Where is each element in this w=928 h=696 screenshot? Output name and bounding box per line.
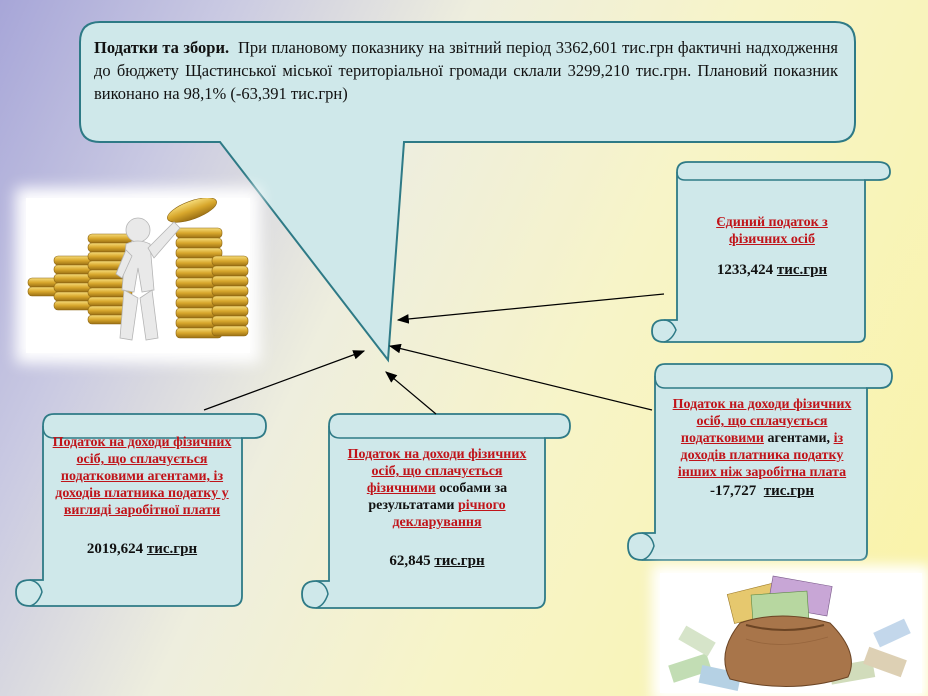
pdfo-salary-amount: 2019,624 bbox=[86, 541, 144, 557]
arrow-single-tax bbox=[396, 293, 665, 324]
callout-lead: Податки та збори. bbox=[94, 38, 230, 57]
callout-text: Податки та збори. При плановому показник… bbox=[94, 36, 838, 105]
scroll-pdfo-salary bbox=[15, 413, 267, 607]
box-pdfo-salary: Податок на доходи фізичних осіб, що спла… bbox=[52, 434, 232, 558]
pdfo-other-amount: -17,727 bbox=[710, 483, 757, 499]
box-single-tax: Єдиний податок з фізичних осіб 1233,424 … bbox=[692, 214, 852, 279]
pdfo-declaration-amount-line: 62,845 тис.грн bbox=[340, 553, 534, 570]
money-bag-illustration bbox=[660, 573, 922, 693]
coins-illustration bbox=[26, 198, 250, 353]
pdfo-other-label-3: із доходів платника податку інших ніж за… bbox=[677, 431, 847, 480]
pdfo-declaration-amount: 62,845 bbox=[389, 553, 431, 569]
single-tax-amount: 1233,424 bbox=[716, 262, 774, 278]
pdfo-salary-amount-line: 2019,624 тис.грн bbox=[52, 541, 232, 558]
pdfo-declaration-label-1: Податок на доходи фізичних осіб, що спла… bbox=[347, 447, 527, 496]
scroll-pdfo-declaration bbox=[301, 413, 571, 609]
scroll-single-tax bbox=[651, 161, 891, 343]
arrow-pdfo-other bbox=[388, 343, 653, 411]
single-tax-label: Єдиний податок з фізичних осіб bbox=[716, 215, 828, 247]
pdfo-declaration-label-2: особами за результатами bbox=[368, 481, 508, 513]
scroll-pdfo-other bbox=[627, 363, 893, 561]
pdfo-declaration-label-3: річного декларування bbox=[392, 498, 506, 530]
single-tax-unit: тис.грн bbox=[776, 262, 828, 278]
money-bag-icon bbox=[668, 575, 911, 691]
arrow-pdfo-salary bbox=[203, 350, 366, 411]
pdfo-salary-unit: тис.грн bbox=[146, 541, 198, 557]
callout-bubble bbox=[79, 21, 856, 363]
single-tax-amount-line: 1233,424 тис.грн bbox=[692, 262, 852, 279]
callout-body: При плановому показнику на звітний періо… bbox=[94, 38, 838, 103]
pdfo-other-label-1: Податок на доходи фізичних осіб, що спла… bbox=[672, 397, 852, 446]
pdfo-declaration-unit: тис.грн bbox=[434, 553, 485, 569]
pdfo-other-label-2: агентами, bbox=[767, 431, 831, 446]
coins-icon bbox=[27, 198, 249, 341]
pdfo-other-unit: тис.грн bbox=[763, 483, 814, 499]
box-pdfo-declaration: Податок на доходи фізичних осіб, що спла… bbox=[340, 446, 534, 570]
arrow-pdfo-declaration bbox=[385, 371, 437, 415]
pdfo-other-amount-line: -17,727 тис.грн bbox=[664, 483, 860, 500]
box-pdfo-other: Податок на доходи фізичних осіб, що спла… bbox=[664, 396, 860, 500]
pdfo-salary-label: Податок на доходи фізичних осіб, що спла… bbox=[52, 435, 232, 518]
